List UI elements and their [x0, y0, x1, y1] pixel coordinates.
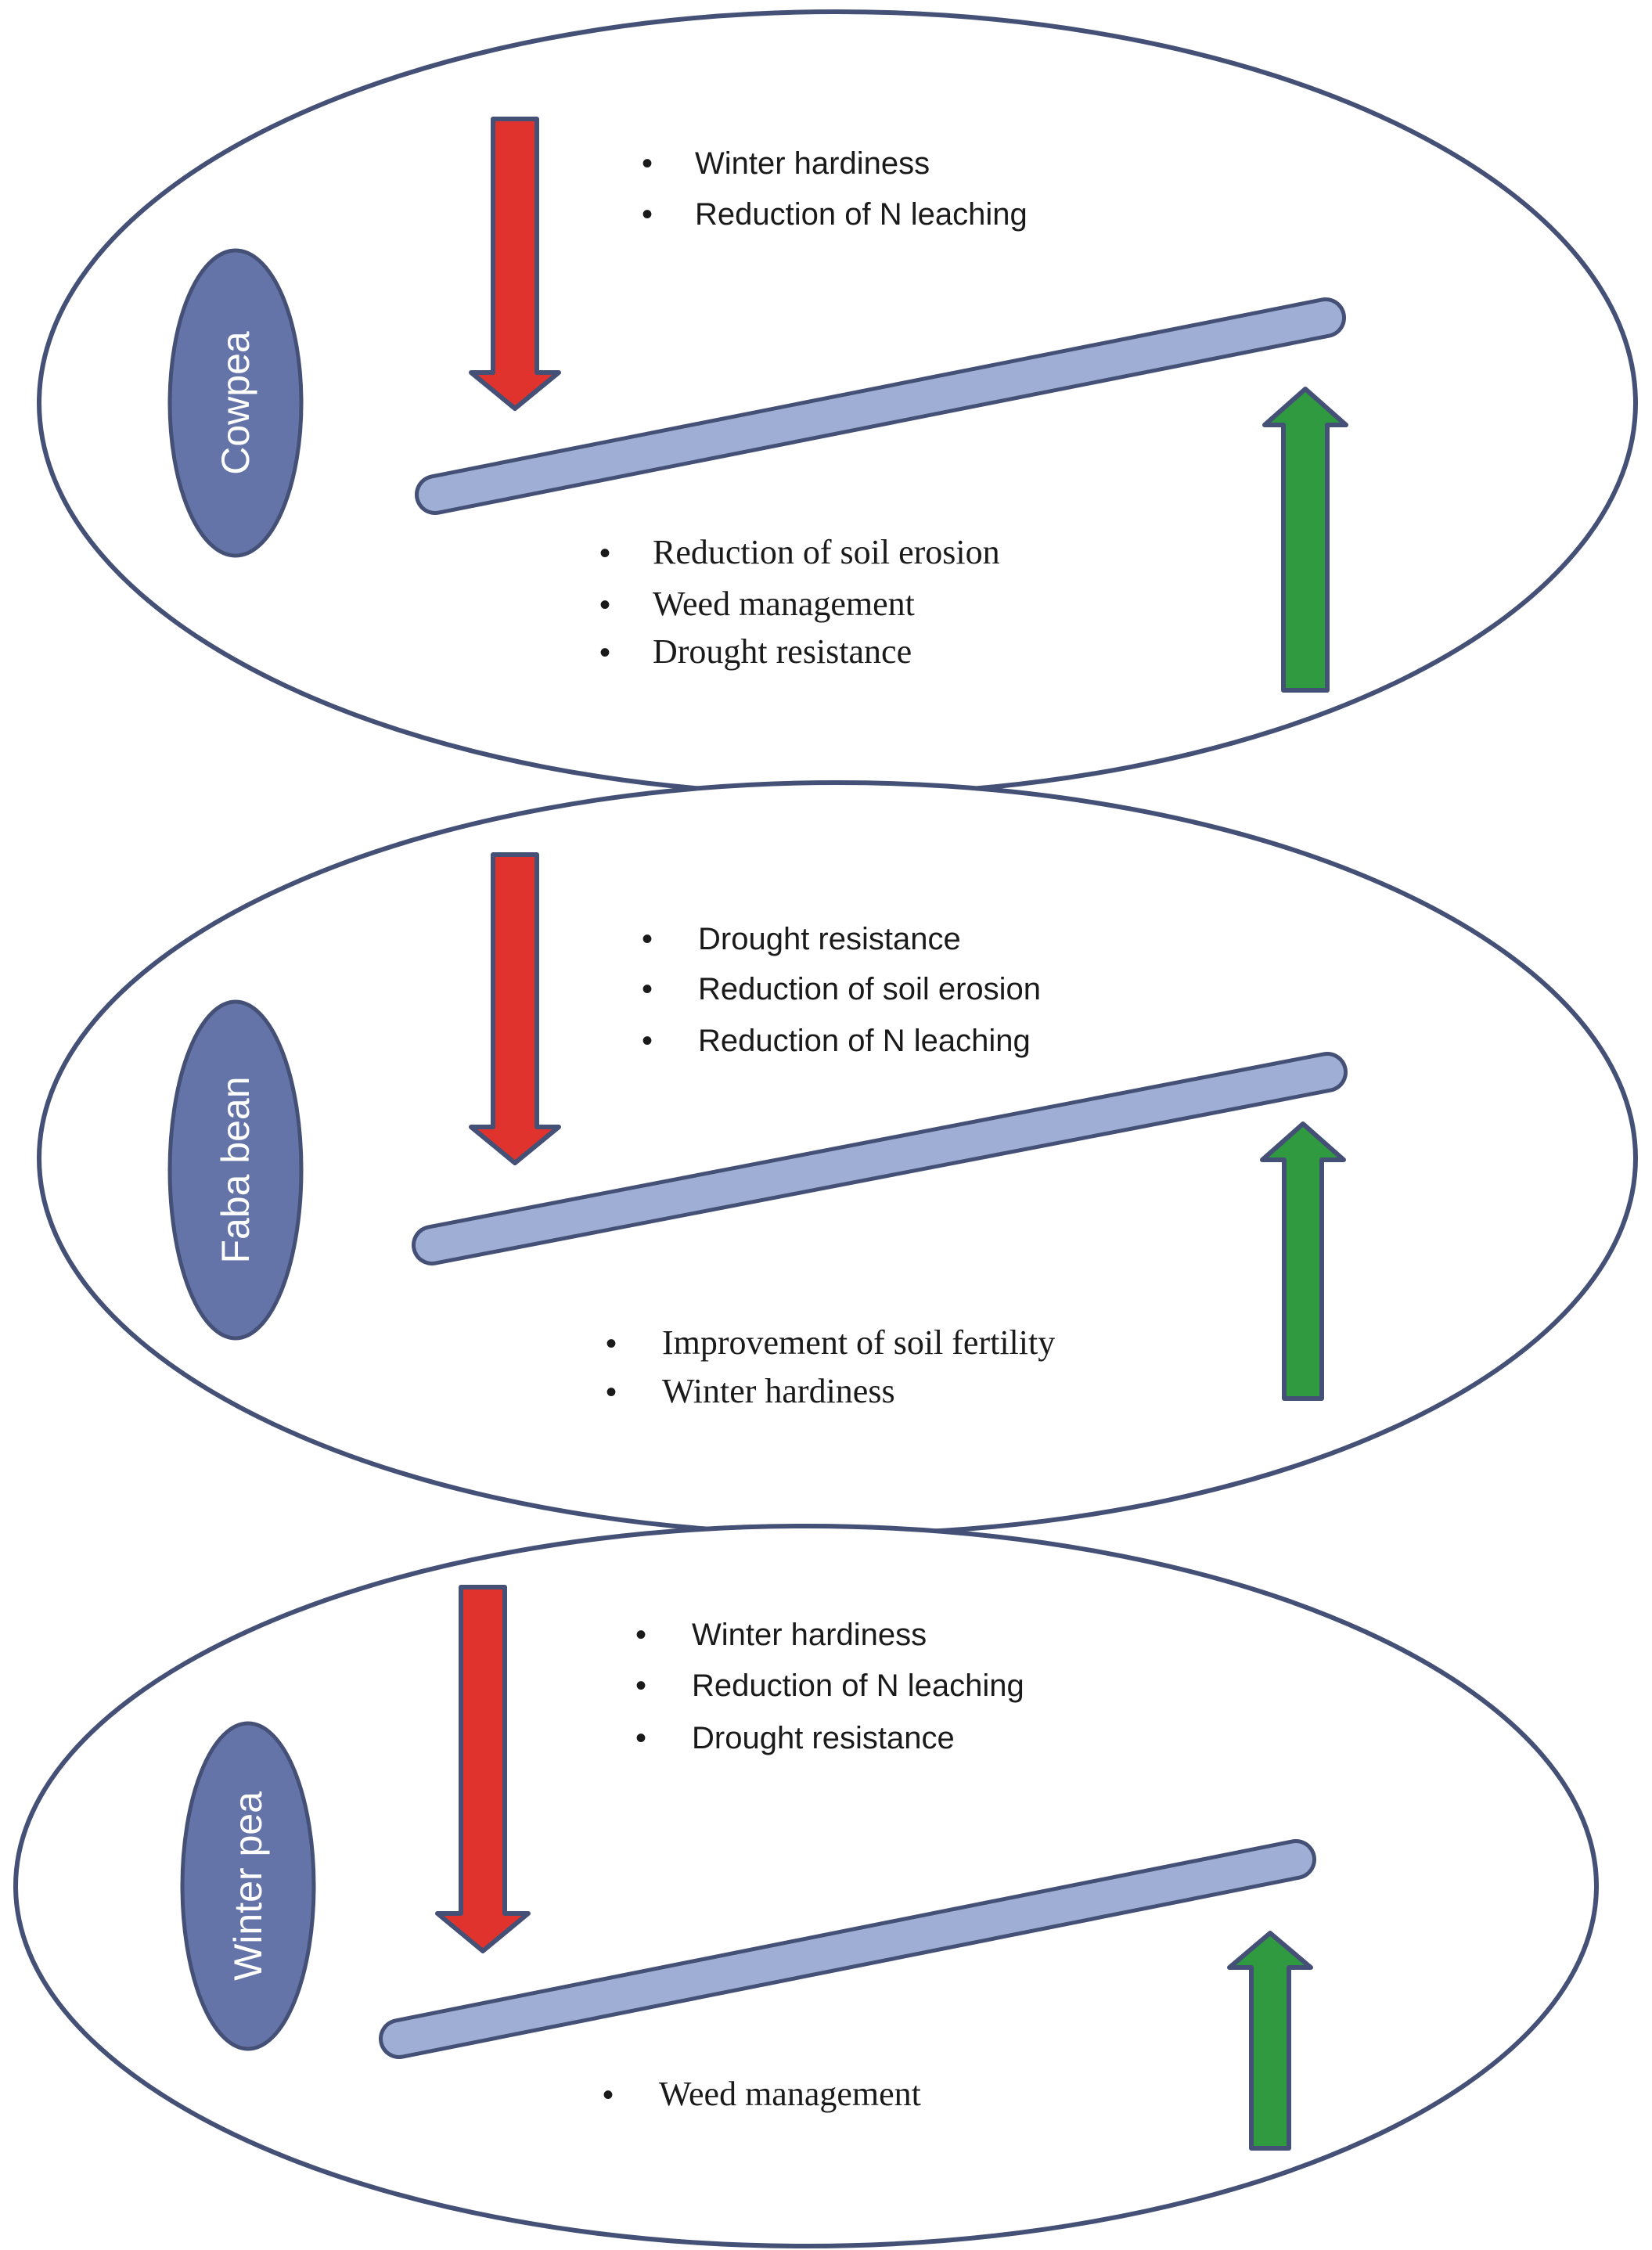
crop-pill: [167, 248, 304, 558]
weakness-list: • Drought resistance • Reduction of soil…: [642, 922, 1041, 1058]
weakness-item: Reduction of soil erosion: [698, 972, 1041, 1006]
weakness-item: Drought resistance: [698, 922, 961, 956]
bullet-dot: •: [635, 1669, 646, 1703]
increase-arrow: [1260, 1121, 1346, 1401]
panel-winter-pea: Winter pea • Winter hardiness • Reductio…: [13, 1524, 1599, 2248]
increase-arrow: [1227, 1931, 1313, 2151]
bullet-dot: •: [642, 972, 653, 1006]
bullet-dot: •: [599, 536, 610, 571]
bullet-dot: •: [642, 146, 653, 181]
bullet-dot: •: [599, 635, 610, 670]
weakness-item: Reduction of N leaching: [698, 1024, 1031, 1058]
weakness-list: • Winter hardiness • Reduction of N leac…: [635, 1618, 1024, 1755]
weakness-item: Reduction of N leaching: [695, 197, 1028, 232]
bullet-dot: •: [635, 1721, 646, 1755]
bullet-dot: •: [642, 922, 653, 956]
panel-faba-bean: Faba bean • Drought resistance • Reducti…: [37, 780, 1638, 1536]
bullet-dot: •: [642, 1024, 653, 1058]
bullet-dot: •: [603, 2078, 614, 2112]
increase-arrow: [1262, 387, 1348, 693]
strength-item: Weed management: [653, 585, 915, 623]
weakness-item: Winter hardiness: [692, 1618, 927, 1652]
crop-pill: [180, 1721, 316, 2051]
crop-label: Winter pea: [226, 1791, 270, 1981]
weakness-item: Reduction of N leaching: [692, 1669, 1024, 1703]
crop-pill: [167, 999, 304, 1341]
panel-ellipse: [13, 1524, 1599, 2248]
strength-item: Weed management: [659, 2075, 921, 2113]
decrease-arrow: [469, 852, 561, 1165]
strength-list: • Improvement of soil fertility • Winter…: [606, 1323, 1055, 1410]
crop-label: Faba bean: [214, 1076, 257, 1263]
bullet-dot: •: [635, 1618, 646, 1652]
bullet-dot: •: [606, 1375, 617, 1409]
trade-off-bar-fill: [419, 301, 1342, 511]
strength-list: • Reduction of soil erosion • Weed manag…: [599, 533, 1000, 671]
weakness-item: Winter hardiness: [695, 146, 930, 181]
strength-list: • Weed management: [603, 2075, 921, 2113]
crop-label: Cowpea: [214, 331, 257, 475]
trade-off-bar-fill: [416, 1056, 1344, 1262]
strength-item: Improvement of soil fertility: [662, 1323, 1055, 1362]
bullet-dot: •: [642, 197, 653, 232]
weakness-item: Drought resistance: [692, 1721, 955, 1755]
weakness-list: • Winter hardiness • Reduction of N leac…: [642, 146, 1028, 232]
decrease-arrow: [469, 117, 561, 411]
bullet-dot: •: [606, 1327, 617, 1361]
strength-item: Reduction of soil erosion: [653, 533, 1000, 571]
trade-off-bar-fill: [383, 1843, 1312, 2055]
decrease-arrow: [435, 1585, 531, 1953]
panel-cowpea: Cowpea • Winter hardiness • Reduction of…: [37, 9, 1638, 797]
strength-item: Drought resistance: [653, 632, 912, 671]
bullet-dot: •: [599, 588, 610, 622]
strength-item: Winter hardiness: [662, 1372, 895, 1410]
